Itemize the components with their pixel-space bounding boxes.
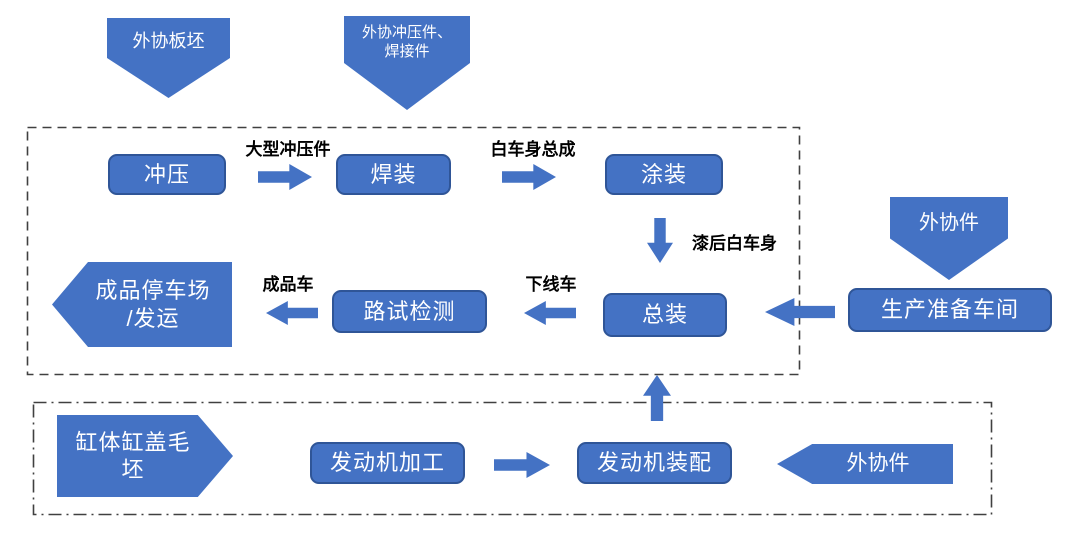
flow-label-painted-body: 漆后白车身 (692, 234, 777, 253)
flow-label-biw-assembly: 白车身总成 (490, 140, 576, 159)
input-cylinder-blank-pentagon: 缸体缸盖毛 坯 (57, 415, 233, 497)
node-painting: 涂装 (605, 154, 723, 195)
node-engine-assembly: 发动机装配 (577, 442, 732, 484)
node-production-prep-label: 生产准备车间 (880, 297, 1019, 323)
node-painting-label: 涂装 (640, 161, 687, 187)
input-cylinder-blank-line1: 缸体缸盖毛 (75, 429, 191, 455)
output-finished-lot-pentagon: 成品停车场 /发运 (52, 262, 232, 347)
node-welding: 焊装 (336, 154, 451, 195)
node-engine-machining: 发动机加工 (310, 442, 465, 484)
input-engine-outsourced-parts-label: 外协件 (846, 451, 910, 475)
node-engine-assembly-label: 发动机装配 (596, 450, 712, 476)
node-road-test: 路试检测 (332, 290, 487, 333)
node-final-assembly-label: 总装 (641, 302, 688, 328)
input-engine-outsourced-parts-pentagon: 外协件 (777, 444, 953, 484)
engine-plant-boundary (32, 401, 993, 516)
output-finished-lot-line1: 成品停车场 (95, 278, 211, 303)
node-road-test-label: 路试检测 (363, 298, 456, 324)
flow-label-finished-vehicle: 成品车 (262, 275, 314, 294)
node-welding-label: 焊装 (370, 161, 417, 187)
flow-label-offline-vehicle: 下线车 (525, 275, 577, 294)
input-slab-label: 外协板坯 (132, 30, 205, 51)
node-engine-machining-label: 发动机加工 (329, 450, 445, 476)
flow-label-large-stampings: 大型冲压件 (245, 140, 331, 159)
node-stamping: 冲压 (108, 154, 226, 195)
input-cylinder-blank-line2: 坯 (121, 457, 145, 482)
node-stamping-label: 冲压 (143, 161, 190, 187)
input-outsourced-parts-label: 外协件 (919, 212, 979, 234)
node-production-prep: 生产准备车间 (848, 288, 1052, 332)
input-stamping-weld-line2: 焊接件 (384, 43, 430, 60)
node-final-assembly: 总装 (603, 293, 727, 337)
input-stamping-weld-line1: 外协冲压件、 (361, 24, 452, 42)
output-finished-lot-line2: /发运 (126, 305, 180, 331)
